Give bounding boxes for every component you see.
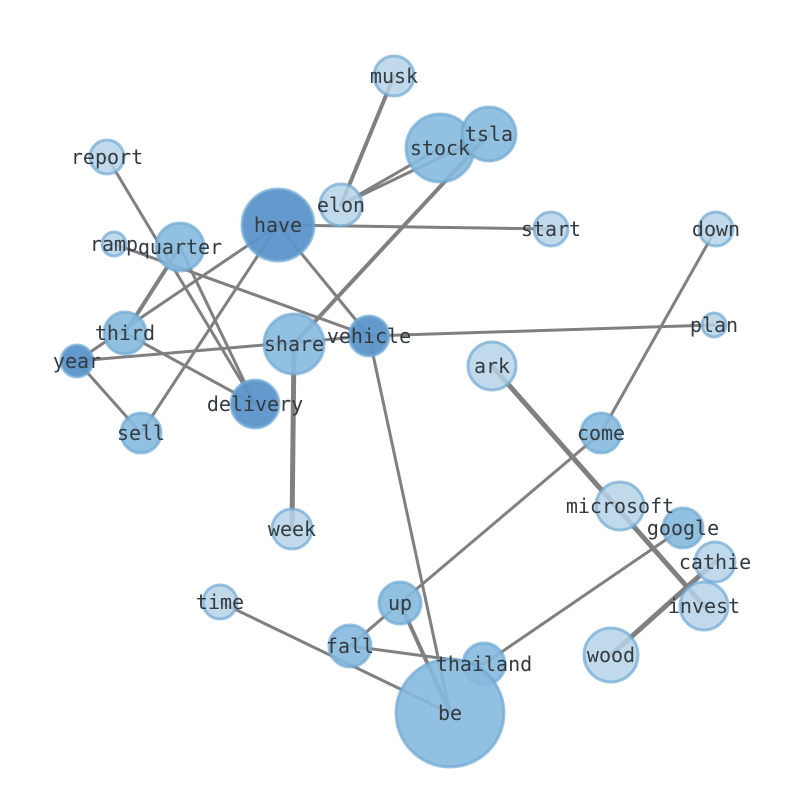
edge-google-thailand [482,526,685,666]
node-delivery [229,378,281,430]
node-year [59,343,95,379]
edge-come-up [398,431,603,605]
node-label-up: up [388,591,412,615]
edge-down-come [599,227,718,435]
node-label-week: week [268,517,316,541]
nodes-layer [59,54,737,769]
node-have [240,187,316,263]
edge-vehicle-be [367,334,452,715]
node-label-share: share [264,332,324,356]
node-label-quarter: quarter [138,235,222,259]
node-label-sell: sell [117,421,165,445]
node-invest [678,580,730,632]
node-up [377,580,423,626]
node-share [262,312,326,376]
node-vehicle [347,314,391,358]
node-label-time: time [196,590,244,614]
node-ramp [100,230,128,258]
edge-report-delivery [105,155,257,406]
node-label-tsla: tsla [465,122,513,146]
edge-ark-invest [489,363,707,609]
edge-have-start [276,223,553,231]
node-microsoft [594,480,646,532]
node-label-start: start [521,217,581,241]
node-label-delivery: delivery [207,392,303,416]
node-third [102,310,148,356]
edge-musk-elon [339,74,396,207]
node-report [88,138,126,176]
node-label-fall: fall [326,634,374,658]
node-week [270,507,314,551]
node-label-year: year [53,349,101,373]
node-label-elon: elon [317,193,365,217]
node-label-report: report [71,145,143,169]
node-ark [466,340,518,392]
node-musk [372,54,416,98]
node-label-microsoft: microsoft [566,494,674,518]
node-plan [700,311,728,339]
node-label-third: third [95,321,155,345]
node-label-thailand: thailand [436,652,532,676]
node-wood [582,626,640,684]
node-label-ark: ark [474,354,510,378]
edge-vehicle-plan [367,323,716,338]
node-google [661,506,705,550]
node-sell [119,411,163,455]
node-label-have: have [254,213,302,237]
node-label-plan: plan [690,313,738,337]
node-come [579,411,623,455]
node-tsla [460,105,518,163]
node-label-google: google [647,516,719,540]
edge-quarter-delivery [178,245,257,406]
edge-ramp-vehicle [112,242,371,338]
node-label-be: be [438,701,462,725]
node-label-vehicle: vehicle [327,324,411,348]
node-down [697,210,735,248]
node-cathie [693,540,737,584]
node-start [532,210,570,248]
node-label-down: down [692,217,740,241]
node-label-musk: musk [370,64,418,88]
node-quarter [154,221,206,273]
node-label-invest: invest [668,594,740,618]
node-label-stock: stock [410,136,470,160]
node-be [394,657,506,769]
node-label-cathie: cathie [679,550,751,574]
node-label-ramp: ramp [90,232,138,256]
node-label-come: come [577,421,625,445]
node-label-wood: wood [587,643,635,667]
node-elon [318,182,364,228]
node-fall [327,623,373,669]
node-time [201,583,239,621]
